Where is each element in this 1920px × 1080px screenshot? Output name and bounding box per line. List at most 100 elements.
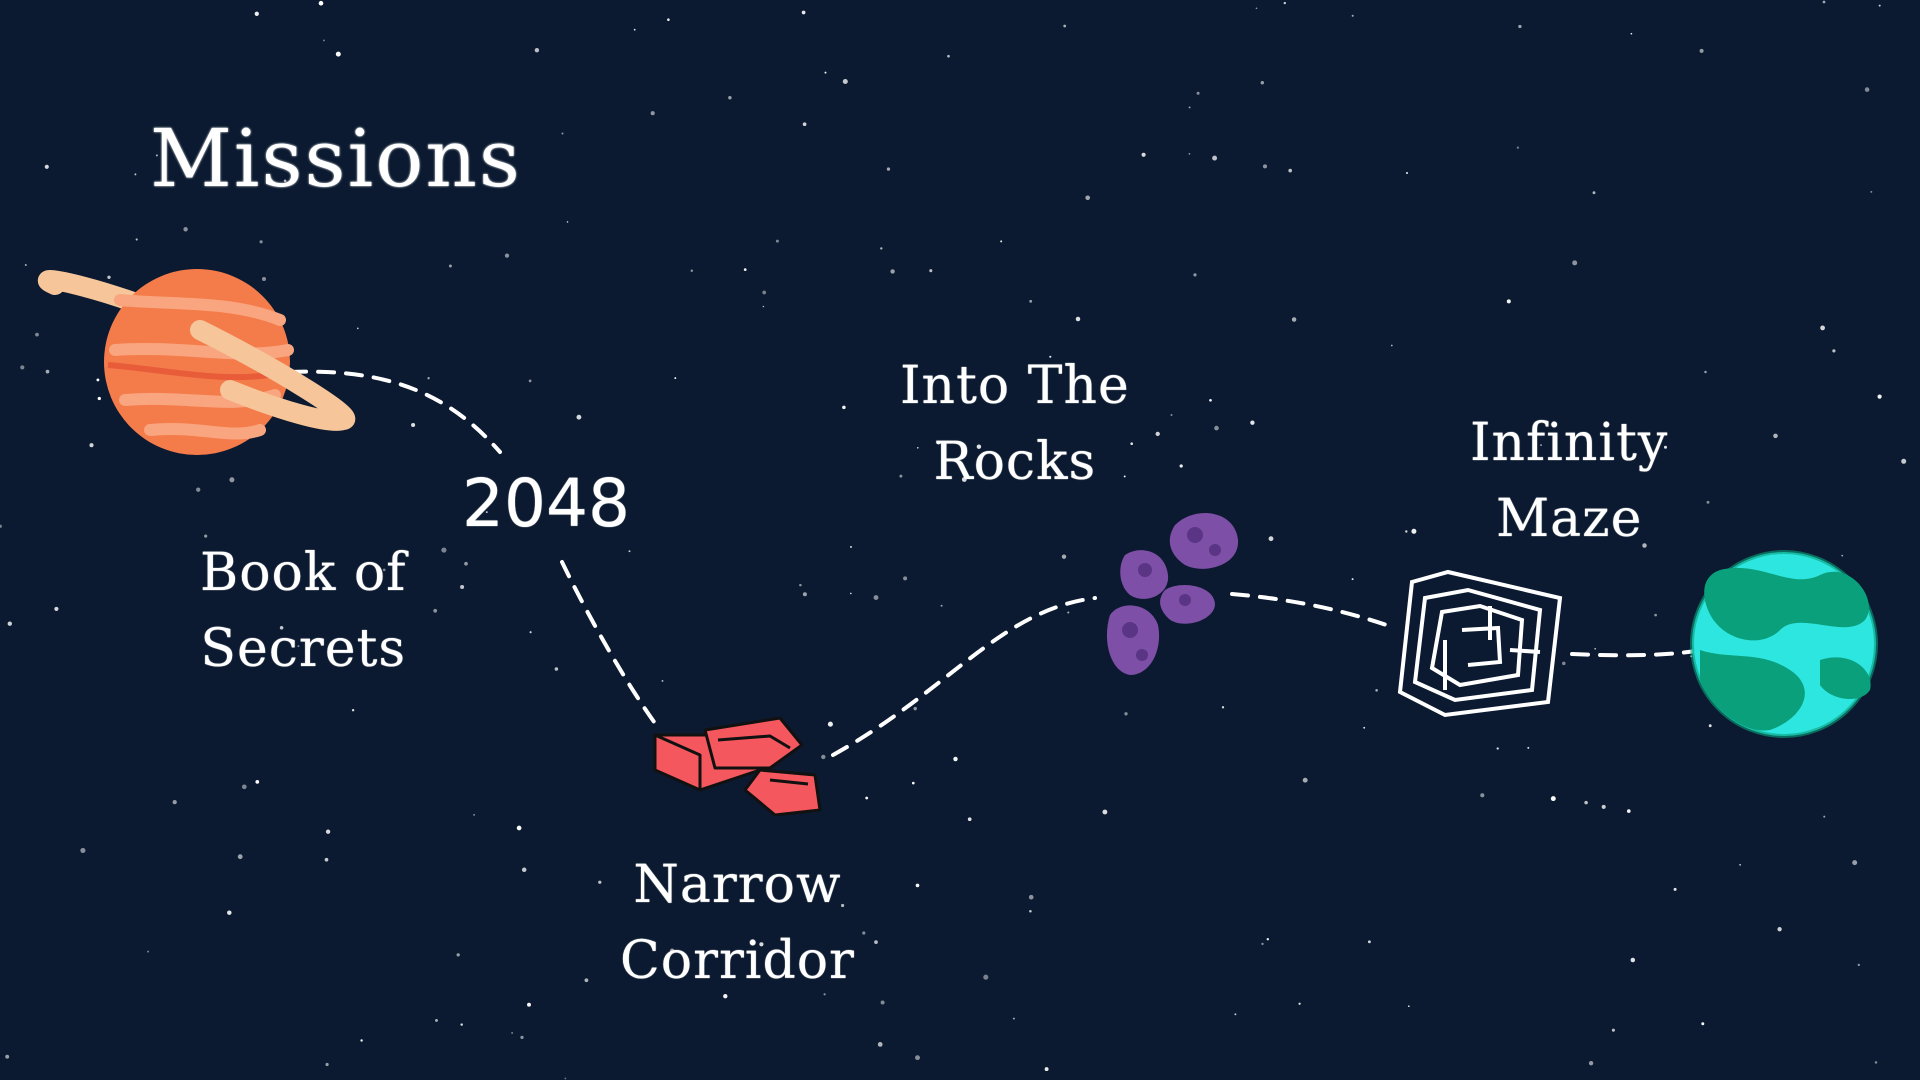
star — [1822, 0, 1826, 4]
star — [155, 154, 158, 157]
star — [322, 39, 325, 42]
star — [1540, 444, 1542, 447]
star — [728, 95, 732, 100]
star — [80, 847, 86, 853]
mission-label-infinity-maze[interactable]: Infinity Maze — [1470, 405, 1668, 557]
mission-label-narrow-corridor[interactable]: Narrow Corridor — [620, 847, 855, 999]
star — [433, 608, 438, 613]
star — [849, 592, 852, 595]
star — [799, 583, 802, 587]
star — [1701, 1022, 1705, 1026]
star — [204, 534, 208, 538]
star — [0, 524, 2, 528]
star — [827, 721, 833, 727]
star — [1516, 146, 1519, 149]
star — [325, 829, 331, 834]
star — [1506, 299, 1511, 304]
star — [107, 275, 111, 279]
mission-label-into-the-rocks[interactable]: Into The Rocks — [900, 348, 1130, 500]
star — [1288, 168, 1293, 173]
star — [1012, 454, 1016, 457]
mission-label-line: Infinity Maze — [1470, 413, 1669, 549]
star — [775, 239, 779, 243]
star — [1029, 909, 1032, 913]
star — [912, 781, 915, 785]
star — [1261, 942, 1264, 946]
ringed-planet-icon[interactable] — [37, 269, 356, 455]
star — [96, 378, 100, 382]
star — [1067, 611, 1070, 614]
star — [899, 474, 903, 478]
page-title: Missions — [150, 112, 522, 205]
star — [1518, 24, 1522, 29]
star — [1773, 433, 1778, 439]
star — [743, 268, 747, 271]
star — [628, 550, 631, 553]
star — [20, 365, 25, 370]
star — [564, 1077, 567, 1080]
star — [435, 1018, 438, 1022]
star — [356, 327, 359, 330]
mission-label-book-of-secrets[interactable]: Book of Secrets — [200, 535, 406, 687]
star — [1550, 796, 1556, 802]
star — [335, 51, 341, 57]
star — [254, 11, 259, 16]
star — [821, 754, 826, 760]
star — [473, 813, 476, 816]
star — [940, 604, 943, 607]
star — [1704, 370, 1707, 374]
star — [903, 576, 908, 581]
star — [172, 799, 177, 805]
star — [259, 240, 263, 244]
star — [1630, 32, 1633, 35]
star — [1170, 414, 1173, 416]
star — [1572, 260, 1578, 266]
star — [759, 942, 764, 947]
star — [1291, 317, 1297, 322]
star — [1188, 106, 1191, 109]
star — [929, 269, 933, 273]
star — [1630, 957, 1636, 963]
star — [456, 953, 460, 957]
star — [1351, 578, 1354, 581]
earth-planet-icon[interactable] — [1690, 550, 1878, 738]
star — [24, 263, 27, 267]
star — [1739, 863, 1742, 866]
star — [1179, 464, 1183, 468]
star — [1375, 689, 1378, 692]
mission-label-line: Narrow Corridor — [620, 855, 855, 991]
star — [45, 369, 50, 374]
mission-label-2048[interactable]: 2048 — [462, 466, 630, 542]
star — [1155, 431, 1160, 437]
star — [1405, 530, 1408, 533]
star — [690, 269, 694, 272]
star — [916, 446, 919, 449]
asteroids-icon[interactable] — [1106, 513, 1239, 675]
maze-icon[interactable] — [1397, 569, 1563, 718]
star — [475, 520, 478, 523]
star — [1196, 91, 1200, 95]
star — [1857, 963, 1861, 967]
star — [1255, 7, 1258, 10]
star — [802, 592, 807, 597]
mission-path — [288, 369, 1698, 757]
star — [953, 756, 958, 762]
star — [1480, 793, 1485, 798]
star — [913, 706, 917, 711]
star — [802, 122, 807, 127]
star — [1302, 777, 1308, 783]
star — [516, 825, 522, 831]
star — [1407, 1005, 1410, 1008]
star — [1870, 190, 1873, 193]
star — [1901, 458, 1907, 464]
star — [723, 994, 728, 999]
star — [1212, 155, 1218, 161]
star — [1193, 273, 1197, 277]
bricks-icon[interactable] — [653, 716, 822, 817]
star — [840, 903, 845, 908]
star — [880, 247, 883, 250]
star — [576, 414, 582, 420]
star — [961, 477, 967, 482]
star — [976, 444, 982, 449]
